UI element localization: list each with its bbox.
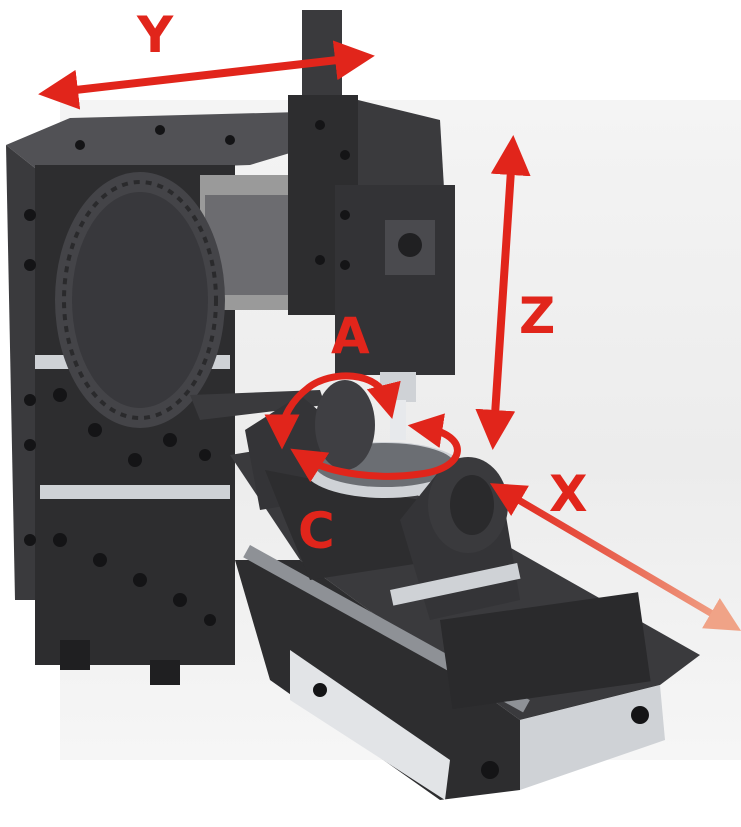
base-side-steel — [520, 685, 665, 790]
x-axis-arrow — [489, 483, 741, 631]
magazine-face — [72, 192, 208, 408]
y-axis-label: Y — [137, 6, 174, 64]
trunnion-right-cap — [450, 475, 494, 535]
column-holes — [24, 125, 235, 626]
base-holes — [313, 683, 649, 779]
trunnion-disc — [315, 380, 375, 470]
column-foot-right — [150, 660, 180, 685]
magazine-ring — [62, 180, 218, 420]
spindle-head — [288, 10, 455, 440]
spindle-housing — [335, 185, 455, 375]
spindle-cap — [398, 233, 422, 257]
base-front — [235, 560, 520, 800]
steel-band-lower — [40, 485, 230, 499]
a-axis-label: A — [331, 307, 370, 365]
z-axis-arrow — [475, 135, 531, 450]
axis-arrows — [38, 40, 741, 631]
a-axis-arrow — [264, 372, 401, 450]
tool-magazine — [55, 172, 325, 428]
spindle-holes — [315, 120, 350, 270]
spindle-tool — [390, 400, 406, 440]
column-top — [6, 112, 300, 172]
c-axis-label: C — [298, 502, 335, 560]
z-column-ribs — [358, 100, 445, 210]
column-foot-left — [60, 640, 90, 670]
trunnion-base-steel — [390, 562, 521, 606]
x-axis-label: X — [549, 465, 588, 523]
z-axis-label: Z — [519, 287, 556, 345]
c-axis-arrow — [290, 413, 461, 483]
base-floor-steel — [290, 650, 450, 800]
y-axis-arrow — [38, 40, 375, 110]
